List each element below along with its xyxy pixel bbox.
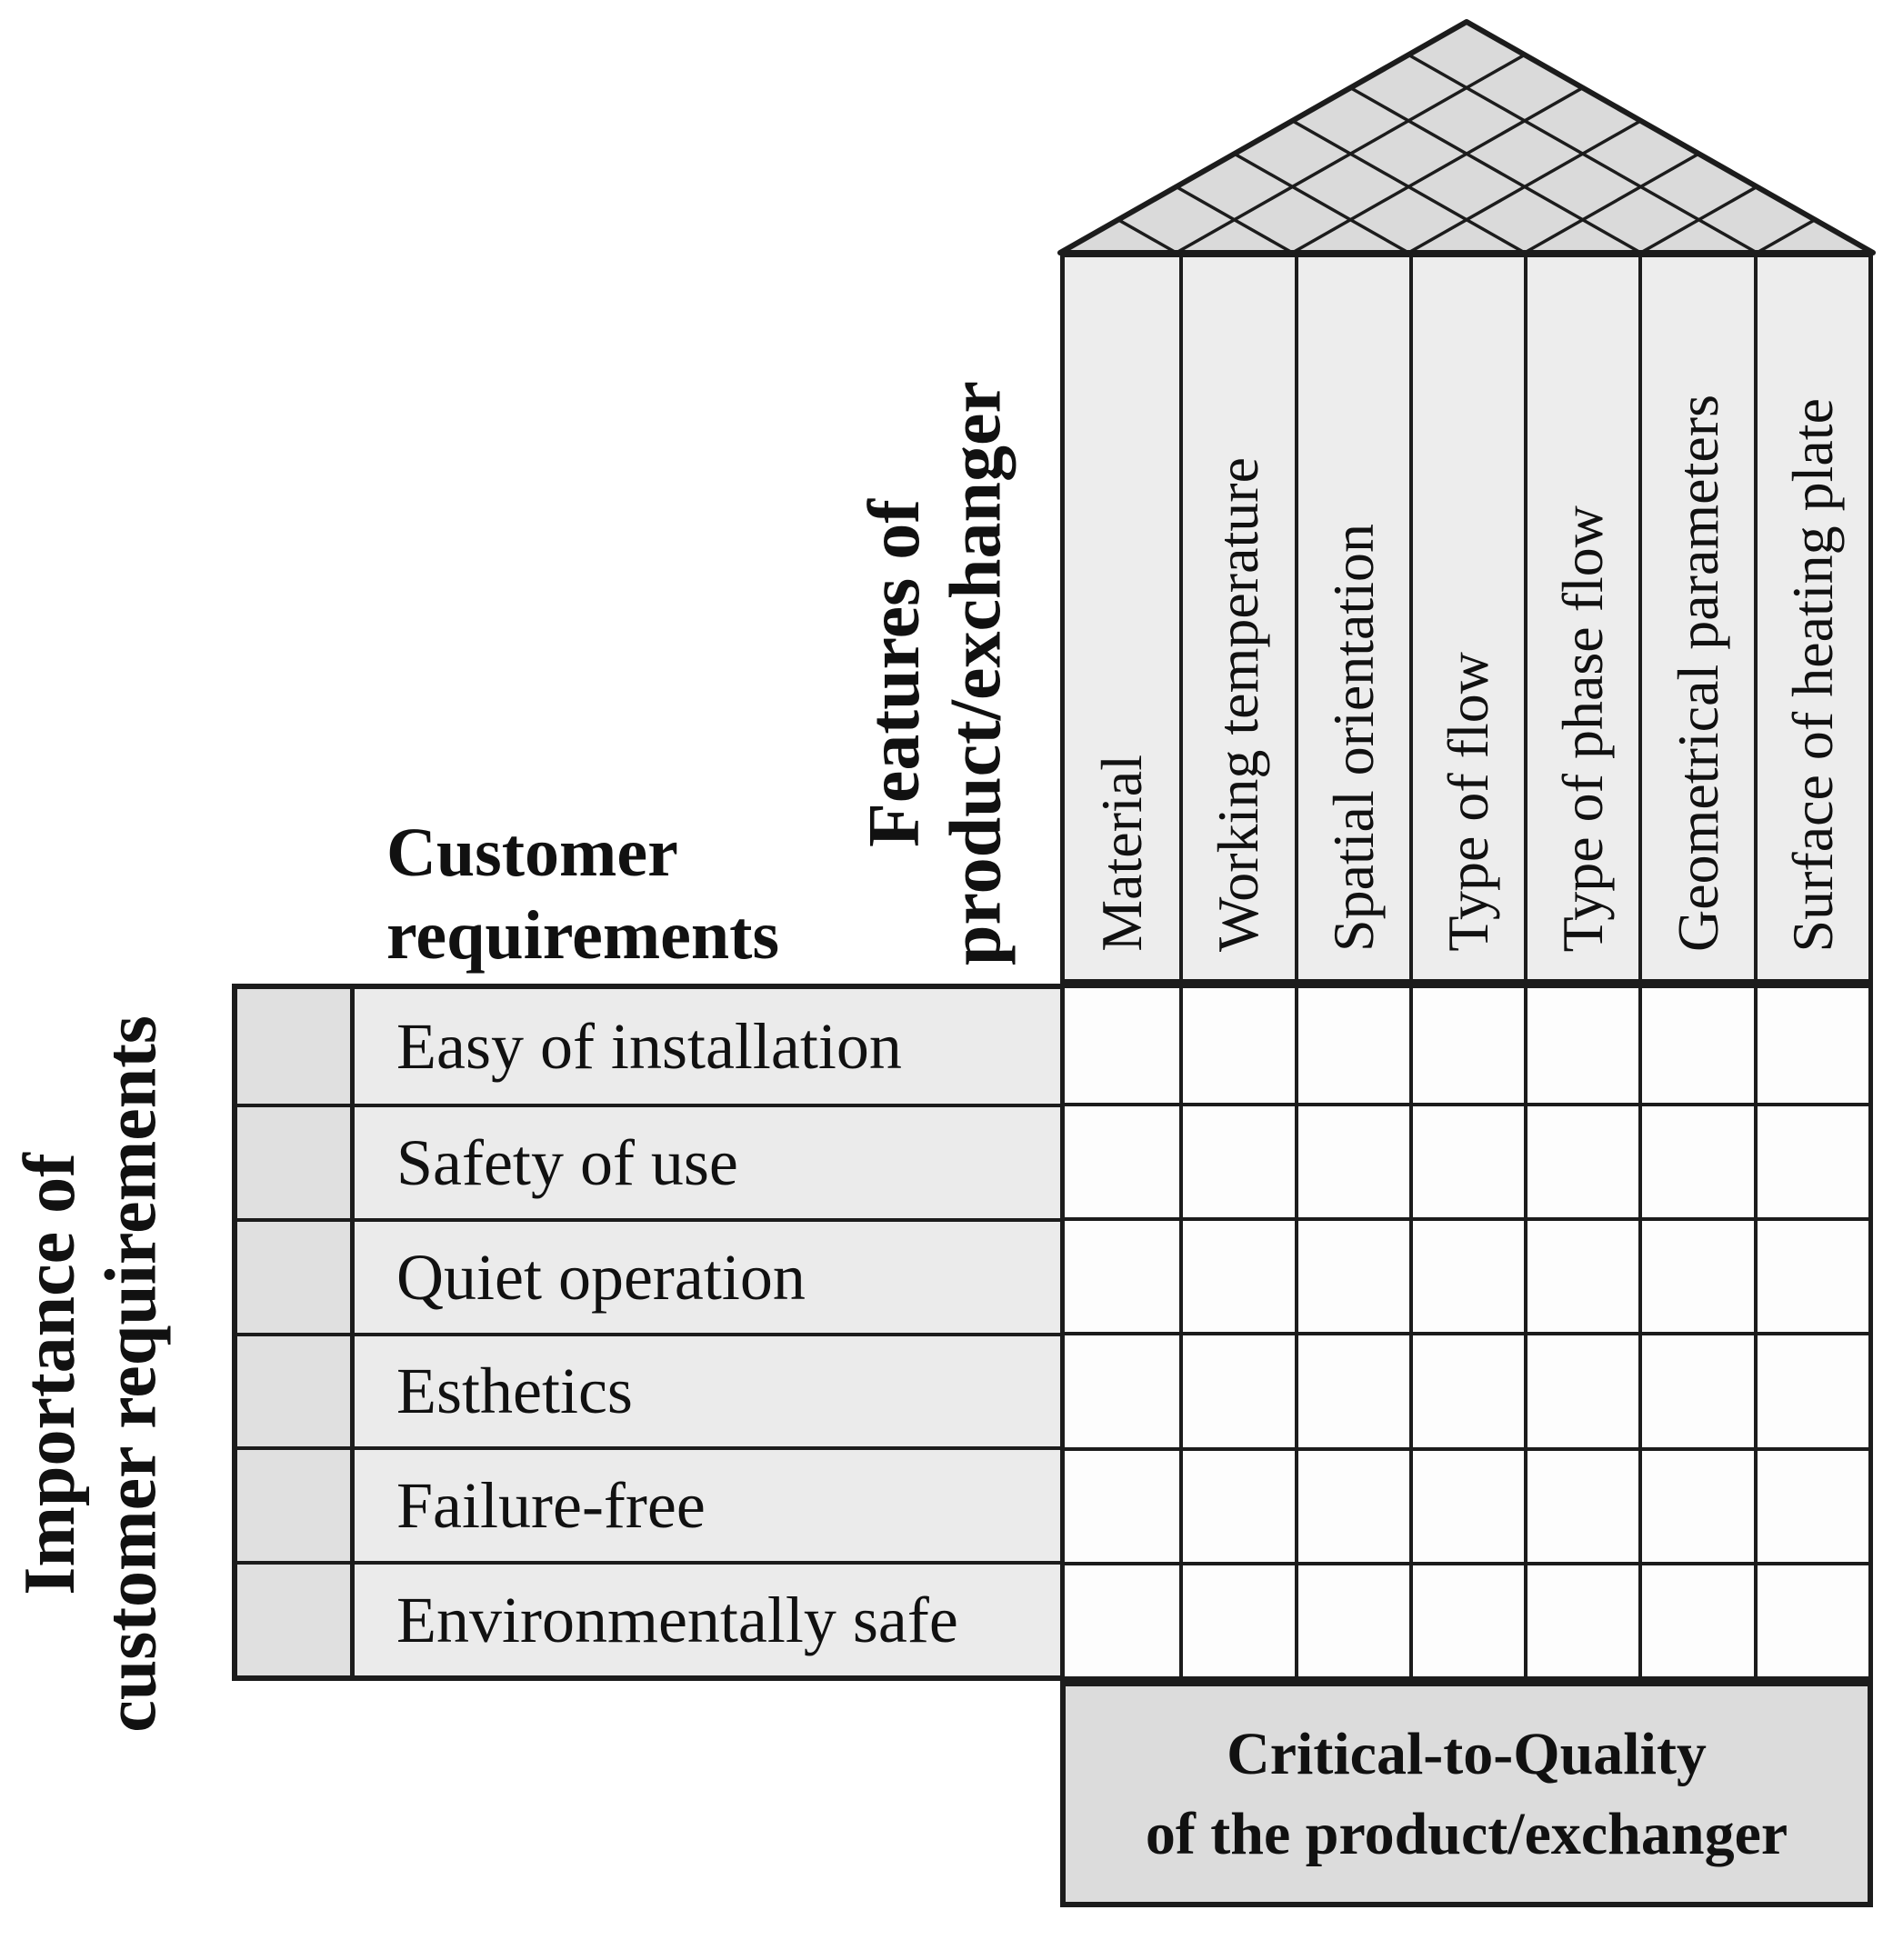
ctq-box: Critical-to-Quality of the product/excha…	[1060, 1681, 1873, 1907]
matrix-cell	[1753, 1217, 1868, 1333]
ctq-label-line1: Critical-to-Quality	[1227, 1721, 1707, 1788]
ctq-label-line2: of the product/exchanger	[1145, 1800, 1788, 1867]
matrix-cell	[1524, 1332, 1639, 1447]
roof-lattice-line-left	[1060, 22, 1294, 253]
requirement-label: Esthetics	[396, 1355, 633, 1428]
matrix-cell	[1179, 1446, 1295, 1562]
feature-column-label: Geometrical parameters	[1665, 395, 1730, 952]
matrix-cell	[1179, 1561, 1295, 1676]
matrix-cell	[1179, 1103, 1295, 1218]
matrix-cell	[1753, 1446, 1868, 1562]
importance-label-line1: Importance of	[10, 1152, 91, 1595]
matrix-cell	[1065, 988, 1180, 1104]
feature-column-label: Spatial orientation	[1320, 524, 1386, 952]
feature-column-label: Type of phase flow	[1550, 505, 1616, 952]
matrix-cell	[1408, 1561, 1525, 1676]
requirement-label: Easy of installation	[396, 1009, 902, 1083]
matrix-cell	[1408, 1103, 1525, 1218]
matrix-cell	[1638, 1217, 1754, 1333]
matrix-cell	[1179, 1332, 1295, 1447]
importance-label-line2: customer requirements	[92, 1015, 172, 1733]
importance-cell	[237, 1446, 350, 1562]
requirement-row: Quiet operation	[355, 1217, 1060, 1333]
matrix-cell	[1638, 1332, 1754, 1447]
feature-column-cell: Type of flow	[1408, 257, 1525, 979]
feature-column-cell: Working temperature	[1179, 257, 1295, 979]
importance-cell	[237, 1332, 350, 1447]
requirement-label: Safety of use	[396, 1125, 738, 1199]
roof-lattice-line-right	[1872, 22, 1873, 253]
matrix-cell	[1638, 988, 1754, 1104]
matrix-cell	[1294, 988, 1409, 1104]
matrix-cell	[1294, 1103, 1409, 1218]
requirement-row: Safety of use	[355, 1103, 1060, 1218]
matrix-cell	[1524, 1103, 1639, 1218]
requirement-label: Quiet operation	[396, 1240, 806, 1314]
features-label-line2: product/exchanger	[936, 380, 1017, 965]
matrix-cell	[1408, 988, 1525, 1104]
matrix-cell	[1179, 1217, 1295, 1333]
importance-cell	[237, 1103, 350, 1218]
roof-correlation-matrix	[1057, 19, 1876, 255]
matrix-cell	[1753, 1103, 1868, 1218]
requirement-label: Environmentally safe	[396, 1584, 958, 1657]
customer-requirements-label: Customer requirements	[386, 812, 779, 977]
matrix-cell	[1638, 1103, 1754, 1218]
roof-triangle	[1060, 22, 1873, 253]
feature-column-label: Surface of heating plate	[1779, 397, 1845, 953]
importance-cell	[237, 1561, 350, 1675]
matrix-cell	[1294, 1561, 1409, 1676]
importance-cell	[237, 989, 350, 1104]
feature-column-cell: Surface of heating plate	[1753, 257, 1868, 979]
matrix-cell	[1294, 1332, 1409, 1447]
matrix-cell	[1524, 1446, 1639, 1562]
feature-column-label: Working temperature	[1206, 457, 1271, 952]
matrix-cell	[1294, 1217, 1409, 1333]
matrix-cell	[1408, 1332, 1525, 1447]
matrix-cell	[1753, 1561, 1868, 1676]
requirement-label: Failure-free	[396, 1469, 706, 1543]
requirement-row: Environmentally safe	[355, 1561, 1060, 1675]
matrix-cell	[1065, 1332, 1180, 1447]
matrix-cell	[1408, 1217, 1525, 1333]
matrix-cell	[1524, 988, 1639, 1104]
matrix-cell	[1524, 1561, 1639, 1676]
matrix-cell	[1065, 1103, 1180, 1218]
importance-column	[237, 989, 355, 1675]
roof-lattice-line-left	[1060, 22, 1061, 253]
matrix-cell	[1524, 1217, 1639, 1333]
feature-column-cell: Geometrical parameters	[1638, 257, 1754, 979]
requirement-row: Easy of installation	[355, 989, 1060, 1104]
feature-column-label: Material	[1089, 755, 1155, 952]
matrix-cell	[1179, 988, 1295, 1104]
requirement-row: Esthetics	[355, 1332, 1060, 1447]
matrix-cell	[1753, 1332, 1868, 1447]
customer-label-line1: Customer	[386, 815, 678, 891]
feature-column-cell: Spatial orientation	[1294, 257, 1409, 979]
features-label-line1: Features of	[855, 498, 936, 847]
matrix-cell	[1638, 1446, 1754, 1562]
matrix-cell	[1065, 1446, 1180, 1562]
feature-column-cell: Material	[1065, 257, 1180, 979]
matrix-cell	[1408, 1446, 1525, 1562]
matrix-cell	[1753, 988, 1868, 1104]
matrix-cell	[1294, 1446, 1409, 1562]
matrix-cell	[1065, 1217, 1180, 1333]
feature-column-label: Type of flow	[1435, 652, 1500, 952]
customer-label-line2: requirements	[386, 897, 780, 975]
feature-columns-header: Material Working temperature Spatial orien…	[1060, 253, 1873, 984]
feature-column-cell: Type of phase flow	[1524, 257, 1639, 979]
relationship-matrix	[1060, 984, 1873, 1681]
matrix-cell	[1065, 1561, 1180, 1676]
matrix-cell	[1638, 1561, 1754, 1676]
roof-lattice-line-right	[1639, 22, 1873, 253]
importance-cell	[237, 1217, 350, 1333]
requirement-row: Failure-free	[355, 1446, 1060, 1562]
